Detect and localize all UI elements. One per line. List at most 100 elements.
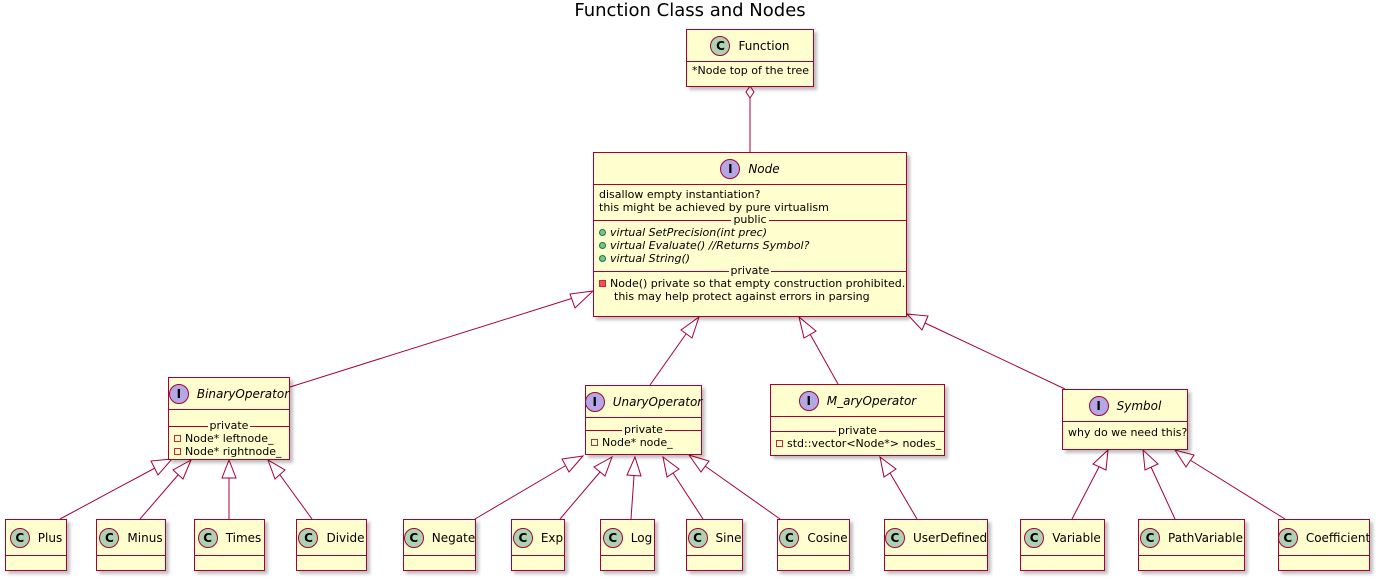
section-separator: private (586, 424, 701, 436)
member-text: virtual SetPrecision(int prec) (610, 226, 767, 239)
class-name: Times (225, 530, 262, 545)
edge-unary-to-node (649, 333, 687, 386)
edge-variable (1071, 466, 1100, 520)
class-stereotype-icon: C (687, 527, 708, 548)
edge-plus (59, 467, 156, 520)
class-plus[interactable]: C Plus (5, 519, 67, 571)
class-variable[interactable]: C Variable (1020, 519, 1105, 571)
aggregation-diamond (745, 85, 755, 99)
empty-section (1139, 556, 1244, 564)
class-unary-operator[interactable]: I UnaryOperator private Node* node_ (584, 385, 702, 455)
interface-stereotype-icon: I (720, 158, 741, 179)
class-header: C Plus (6, 520, 66, 556)
edge-cosine (704, 465, 781, 520)
edge-binary-to-node (289, 292, 590, 388)
private-visibility-icon (776, 440, 783, 447)
private-label: private (209, 419, 249, 432)
class-note: why do we need this? (1068, 426, 1188, 439)
edge-negate (474, 465, 566, 520)
private-label: private (624, 423, 663, 436)
section-separator: private (594, 265, 906, 277)
inheritance-arrow (221, 458, 237, 479)
class-header: I M_aryOperator (771, 385, 944, 417)
inheritance-arrow (798, 315, 817, 339)
inheritance-arrow (1142, 448, 1159, 471)
class-stereotype-icon: C (1140, 527, 1161, 548)
class-header: C Divide (297, 520, 366, 556)
public-label: public (733, 213, 767, 226)
class-m-ary-operator[interactable]: I M_aryOperator private std::vector<Node… (770, 384, 945, 456)
public-visibility-icon (599, 255, 606, 262)
private-member: Node* node_ (591, 436, 696, 449)
edge-userdefined (889, 472, 918, 520)
class-name: Variable (1052, 530, 1101, 545)
class-name: Plus (37, 530, 63, 545)
private-member-continuation: this may help protect against errors in … (614, 290, 870, 303)
interface-stereotype-icon: I (584, 391, 605, 412)
inheritance-arrow (1092, 448, 1109, 471)
class-stereotype-icon: C (602, 527, 623, 548)
class-name: Minus (127, 530, 163, 545)
class-header: C Log (601, 520, 654, 556)
class-sine[interactable]: C Sine (686, 519, 743, 571)
private-visibility-icon (174, 435, 181, 442)
class-name: Function (738, 38, 790, 53)
class-stereotype-icon: C (884, 527, 905, 548)
interface-stereotype-icon: I (168, 383, 189, 404)
class-function[interactable]: C Function *Node top of the tree (686, 29, 814, 87)
empty-section (1021, 556, 1104, 564)
class-header: I UnaryOperator (584, 386, 702, 418)
interface-stereotype-icon: I (1088, 395, 1109, 416)
class-minus[interactable]: C Minus (96, 519, 166, 571)
inheritance-arrow (687, 454, 710, 473)
class-node[interactable]: I Node disallow empty instantiation? thi… (593, 152, 907, 317)
class-user-defined[interactable]: C UserDefined (884, 519, 988, 571)
class-log[interactable]: C Log (600, 519, 655, 571)
inheritance-arrow (879, 455, 897, 478)
empty-section (687, 556, 742, 564)
class-name: Negate (431, 530, 476, 545)
public-visibility-icon (599, 242, 606, 249)
class-header: C Cosine (778, 520, 849, 556)
class-name: BinaryOperator (196, 386, 290, 401)
class-name: Divide (326, 530, 365, 545)
private-label: private (838, 424, 877, 437)
class-cosine[interactable]: C Cosine (777, 519, 850, 571)
class-stereotype-icon: C (99, 527, 120, 548)
class-stereotype-icon: C (403, 527, 424, 548)
inheritance-arrow (267, 458, 286, 480)
class-stereotype-icon: C (197, 527, 218, 548)
inheritance-arrow (569, 290, 595, 309)
class-path-variable[interactable]: C PathVariable (1138, 519, 1245, 571)
private-visibility-icon (599, 280, 606, 287)
private-member: Node* rightnode_ (174, 445, 284, 458)
class-stereotype-icon: C (1277, 527, 1298, 548)
class-header: C UserDefined (884, 520, 988, 556)
class-symbol[interactable]: I Symbol why do we need this? (1062, 389, 1188, 450)
class-negate[interactable]: C Negate (403, 519, 476, 571)
member-text: virtual String() (610, 252, 691, 265)
member-text: Node* node_ (602, 436, 673, 449)
class-header: C Minus (97, 520, 165, 556)
class-divide[interactable]: C Divide (296, 519, 367, 571)
private-member: Node() private so that empty constructio… (599, 277, 905, 290)
class-name: Sine (715, 530, 742, 545)
class-header: I BinaryOperator (168, 378, 290, 410)
class-times[interactable]: C Times (194, 519, 265, 571)
note-line: this might be achieved by pure virtualis… (599, 201, 829, 214)
inheritance-arrow (593, 455, 613, 477)
empty-section (97, 556, 165, 564)
edge-pathvariable (1150, 466, 1176, 520)
class-binary-operator[interactable]: I BinaryOperator private Node* leftnode_… (168, 377, 290, 460)
class-name: Coefficient (1305, 530, 1371, 545)
class-coefficient[interactable]: C Coefficient (1277, 519, 1371, 571)
edge-divide (279, 474, 313, 520)
section-separator: private (169, 420, 289, 432)
class-exp[interactable]: C Exp (511, 519, 565, 571)
class-name: Symbol (1116, 398, 1162, 413)
empty-section (404, 556, 475, 564)
class-name: UserDefined (912, 530, 988, 545)
section-separator: private (771, 425, 944, 437)
class-stereotype-icon: C (1024, 527, 1045, 548)
